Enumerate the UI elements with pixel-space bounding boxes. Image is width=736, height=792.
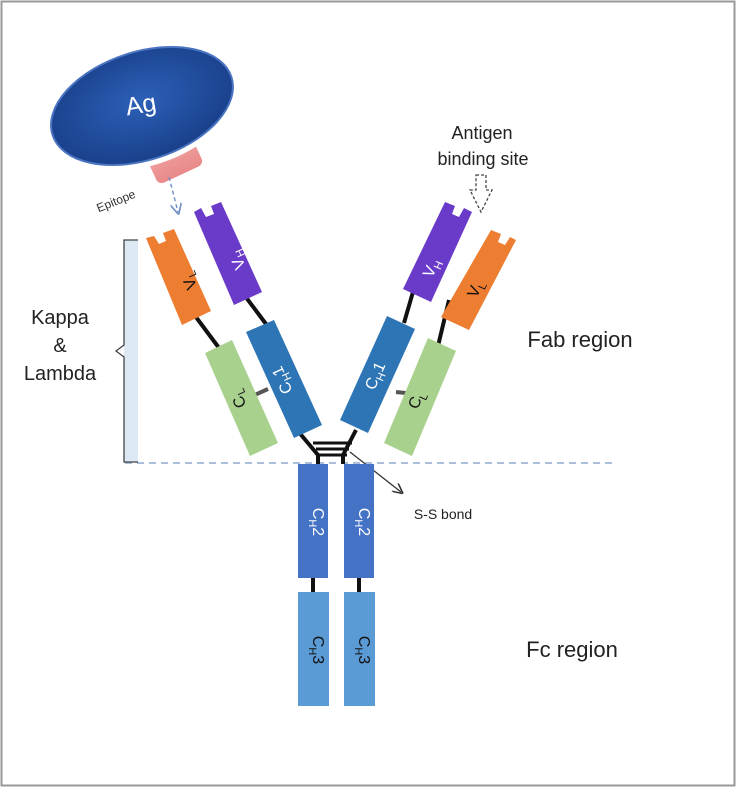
right-ch2-label: CH2 (352, 508, 372, 537)
right-cl-domain (384, 338, 456, 456)
ampersand-label: & (53, 335, 67, 357)
left-vl-domain (146, 229, 211, 325)
right-cl-label: CL (406, 389, 431, 413)
hinge-disulfide-bonds (313, 441, 352, 457)
lambda-label: Lambda (24, 363, 97, 385)
antigen: Ag Epitope (45, 41, 239, 215)
fc-region: CH2 CH2 CH3 CH3 (298, 464, 375, 706)
right-vl-domain (441, 230, 516, 330)
binding-site-arrow-icon (468, 174, 494, 214)
left-ch3-domain (298, 592, 329, 706)
right-fab-arm: VH VL CH1 CL (340, 202, 516, 464)
right-ch2-domain (344, 464, 374, 578)
antigen-binding-site-label-line1: Antigen (451, 123, 512, 143)
left-ch2-label: CH2 (306, 508, 326, 537)
kappa-label: Kappa (31, 307, 90, 329)
antigen-ellipse (50, 45, 234, 167)
left-vh-domain (194, 202, 262, 305)
fab-region-label: Fab region (527, 327, 632, 352)
left-ch3-label: CH3 (306, 636, 326, 665)
left-ch1-domain (246, 320, 322, 438)
left-cl-domain (205, 340, 278, 456)
right-vh-domain (403, 202, 472, 302)
right-vh-label: VH (420, 256, 446, 281)
epitope-arrow (168, 176, 178, 212)
left-ch2-domain (298, 464, 328, 578)
ss-bond-arrow (349, 451, 401, 492)
kappa-lambda-bracket (114, 239, 138, 463)
right-ch1-domain (340, 316, 415, 433)
right-ch3-label: CH3 (352, 636, 372, 665)
left-fab-arm: VL VH CL CH1 (146, 202, 322, 464)
fc-region-label: Fc region (526, 637, 618, 662)
antigen-label: Ag (123, 89, 158, 122)
right-vl-label: VL (465, 278, 490, 301)
right-ch3-domain (344, 592, 375, 706)
epitope-label: Epitope (95, 187, 138, 215)
antigen-binding-site-label-line2: binding site (437, 149, 528, 169)
ss-bond-label: S-S bond (414, 506, 472, 522)
